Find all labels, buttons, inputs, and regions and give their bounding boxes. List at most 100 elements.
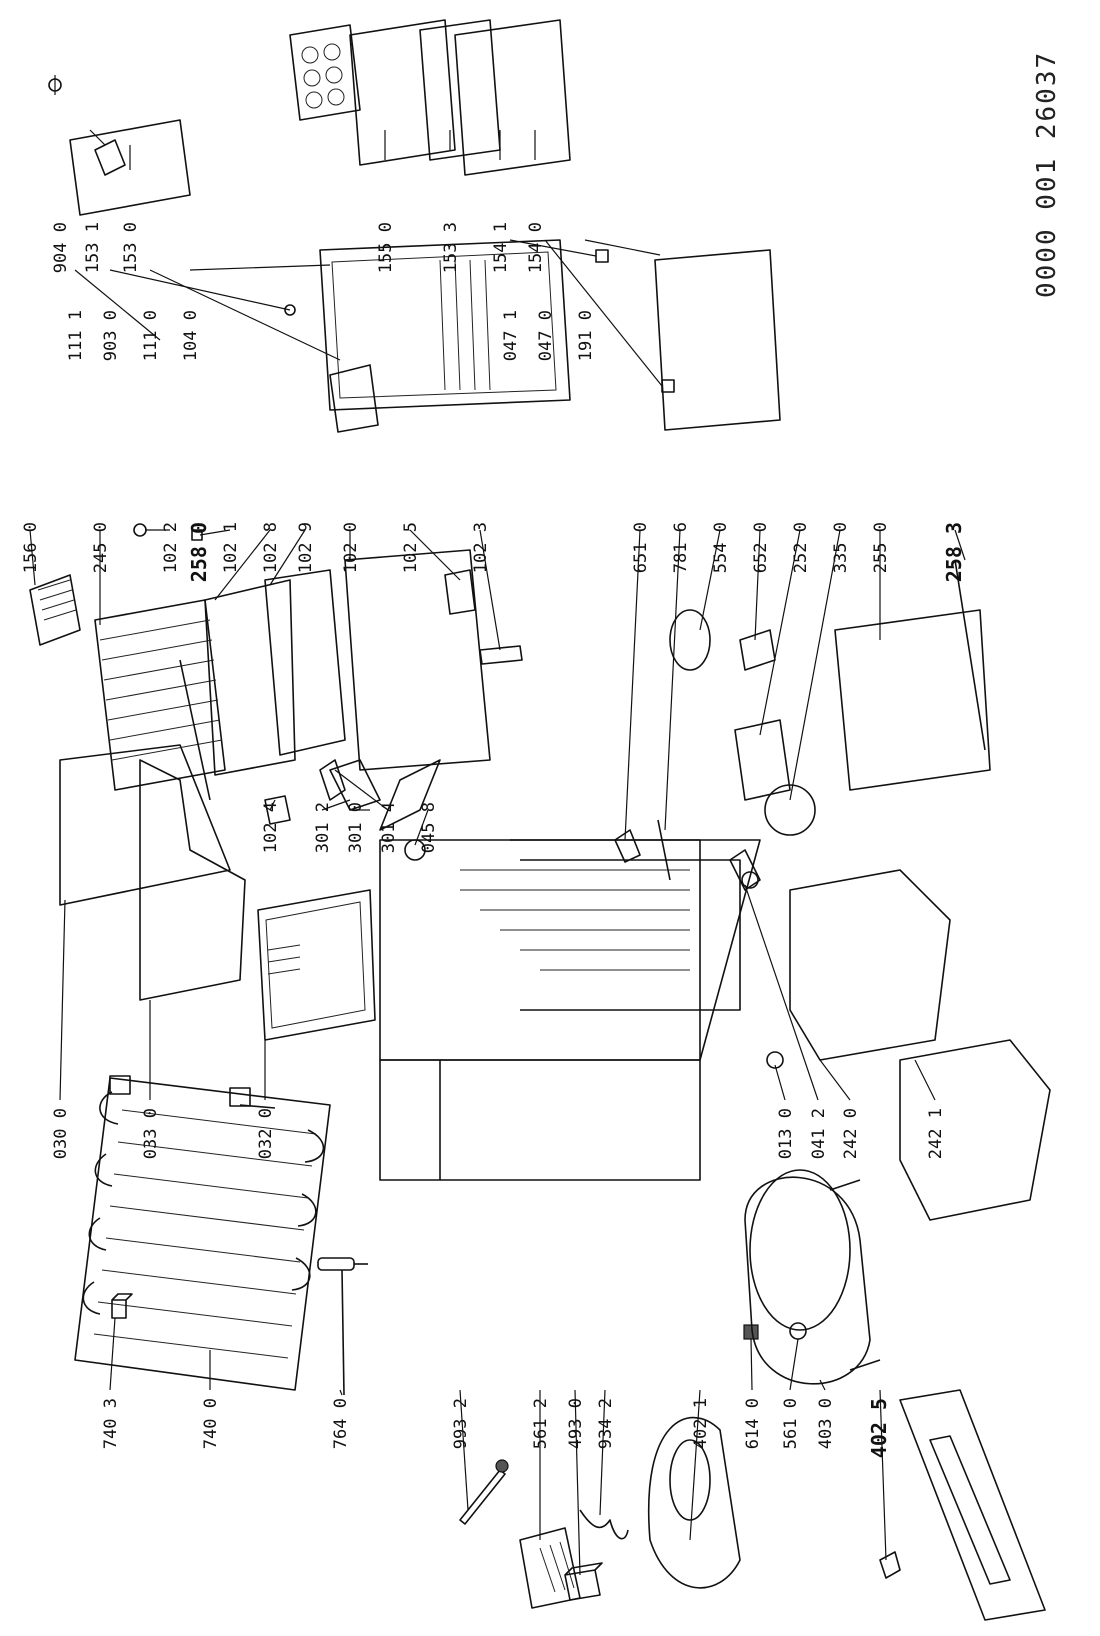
part-label-904-0: 904 0 (51, 222, 71, 273)
part-label-252-0: 252 0 (791, 522, 811, 573)
thermal-protector-drawing (789, 1322, 807, 1340)
part-label-493-0: 493 0 (566, 1398, 586, 1449)
part-label-335-0: 335 0 (831, 522, 851, 573)
part-label-102-9: 102 9 (296, 522, 316, 573)
fridge-door-drawing (319, 239, 571, 411)
part-label-102-2: 102 2 (161, 522, 181, 573)
chiller-cover-drawing (344, 549, 491, 771)
condenser-clip-drawing (111, 1293, 133, 1319)
part-label-740-0: 740 0 (201, 1398, 221, 1449)
part-label-258-0: 258 0 (187, 522, 211, 582)
part-label-781-6: 781 6 (671, 522, 691, 573)
hinge-lower-drawing (729, 849, 761, 891)
chiller-flap-drawing (444, 569, 476, 615)
bottle-shelf-drawing (454, 19, 571, 176)
part-label-111-0: 111 0 (141, 310, 161, 361)
dairy-cover-drawing (69, 119, 191, 216)
part-label-154-0: 154 0 (526, 222, 546, 273)
door-handle-drawing (329, 364, 379, 433)
shelf-trim-drawing (954, 559, 986, 751)
drier-drawing (317, 1257, 368, 1396)
lamp-cover-drawing (614, 829, 641, 863)
part-label-102-0: 102 0 (341, 522, 361, 573)
base-plate-drawing (899, 1389, 1046, 1621)
part-label-156-0: 156 0 (21, 522, 41, 573)
part-label-740-3: 740 3 (101, 1398, 121, 1449)
part-label-403-0: 403 0 (816, 1398, 836, 1449)
part-label-402-1: 402 1 (691, 1398, 711, 1449)
part-label-102-1: 102 1 (221, 522, 241, 573)
chiller-handle-drawing (479, 645, 523, 665)
part-label-153-3: 153 3 (441, 222, 461, 273)
part-label-104-0: 104 0 (181, 310, 201, 361)
part-label-045-8: 045 8 (419, 802, 439, 853)
part-label-102-8: 102 8 (261, 522, 281, 573)
hinge-bar-drawing (379, 759, 441, 831)
part-label-561-2: 561 2 (531, 1398, 551, 1449)
part-label-242-1: 242 1 (926, 1108, 946, 1159)
part-label-301-4: 301 4 (379, 802, 399, 853)
crisper-large-drawing (899, 1039, 1051, 1221)
freezer-door-drawing (257, 889, 376, 1041)
door-gasket-drawing (654, 249, 781, 431)
shelf-strip-drawing (179, 659, 211, 801)
glass-shelf-frame-drawing (204, 579, 296, 776)
part-label-402-5: 402 5 (867, 1398, 891, 1458)
part-label-903-0: 903 0 (101, 310, 121, 361)
chiller-tray-drawing (264, 569, 346, 756)
part-label-041-2: 041 2 (809, 1108, 829, 1159)
part-label-301-0: 301 0 (346, 802, 366, 853)
screw-drawing (766, 1051, 784, 1069)
wire-shelf-drawing (94, 599, 226, 791)
hinge-cap-drawing (661, 379, 675, 393)
crisper-drawing (789, 869, 951, 1061)
part-label-153-1: 153 1 (83, 222, 103, 273)
part-label-934-2: 934 2 (596, 1398, 616, 1449)
part-label-111-1: 111 1 (66, 310, 86, 361)
part-label-245-0: 245 0 (91, 522, 111, 573)
part-label-102-3: 102 3 (471, 522, 491, 573)
condenser-drawing (74, 1075, 331, 1391)
compressor-drawing (744, 1169, 881, 1385)
bottle-rail-drawing (419, 19, 501, 161)
compressor-clip-drawing (879, 1551, 901, 1579)
thermostat-dial-drawing (764, 784, 816, 836)
egg-holder-drawing (289, 24, 361, 121)
glass-shelf-drawing (834, 609, 991, 791)
part-label-102-5: 102 5 (401, 522, 421, 573)
part-label-102-4: 102 4 (261, 802, 281, 853)
cabinet-drawing (379, 839, 761, 1181)
bracket-drawing (264, 795, 291, 825)
small-knob-drawing (133, 523, 147, 537)
small-box-drawing (564, 1562, 603, 1601)
part-label-255-0: 255 0 (871, 522, 891, 573)
foot-lower-drawing (741, 871, 759, 889)
part-label-155-0: 155 0 (376, 222, 396, 273)
egg-tray-drawing (29, 574, 81, 646)
part-label-652-0: 652 0 (751, 522, 771, 573)
top-panel-drawing (59, 744, 231, 906)
part-label-032-0: 032 0 (256, 1108, 276, 1159)
part-label-993-2: 993 2 (451, 1398, 471, 1449)
part-label-554-0: 554 0 (711, 522, 731, 573)
top-cover-drawing (139, 759, 246, 1001)
foot-drawing (404, 839, 426, 861)
part-label-047-1: 047 1 (501, 310, 521, 361)
tray-drawing (647, 1416, 741, 1589)
lamp-holder-drawing (739, 629, 776, 671)
document-number: 0000 001 26037 (1032, 51, 1062, 298)
part-label-651-0: 651 0 (631, 522, 651, 573)
door-bar-drawing (94, 139, 126, 176)
part-label-258-3: 258 3 (942, 522, 966, 582)
door-plug-drawing (284, 304, 296, 316)
wire-drawing (579, 1509, 629, 1540)
part-label-614-0: 614 0 (743, 1398, 763, 1449)
part-label-561-0: 561 0 (781, 1398, 801, 1449)
part-label-301-2: 301 2 (313, 802, 333, 853)
part-label-047-0: 047 0 (536, 310, 556, 361)
part-label-153-0: 153 0 (121, 222, 141, 273)
part-label-030-0: 030 0 (51, 1108, 71, 1159)
